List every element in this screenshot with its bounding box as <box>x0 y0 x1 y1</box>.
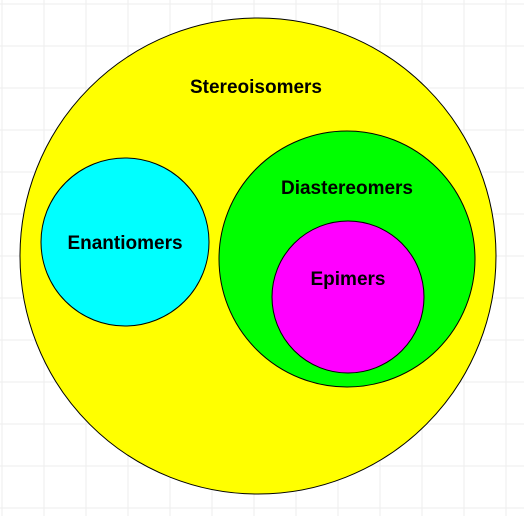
epimers-label: Epimers <box>311 269 386 290</box>
epimers-circle <box>271 220 425 374</box>
diastereomers-label: Diastereomers <box>281 178 413 199</box>
enantiomers-label: Enantiomers <box>67 233 182 254</box>
enantiomers-circle <box>40 157 210 327</box>
stereoisomers-label: Stereoisomers <box>190 77 322 98</box>
